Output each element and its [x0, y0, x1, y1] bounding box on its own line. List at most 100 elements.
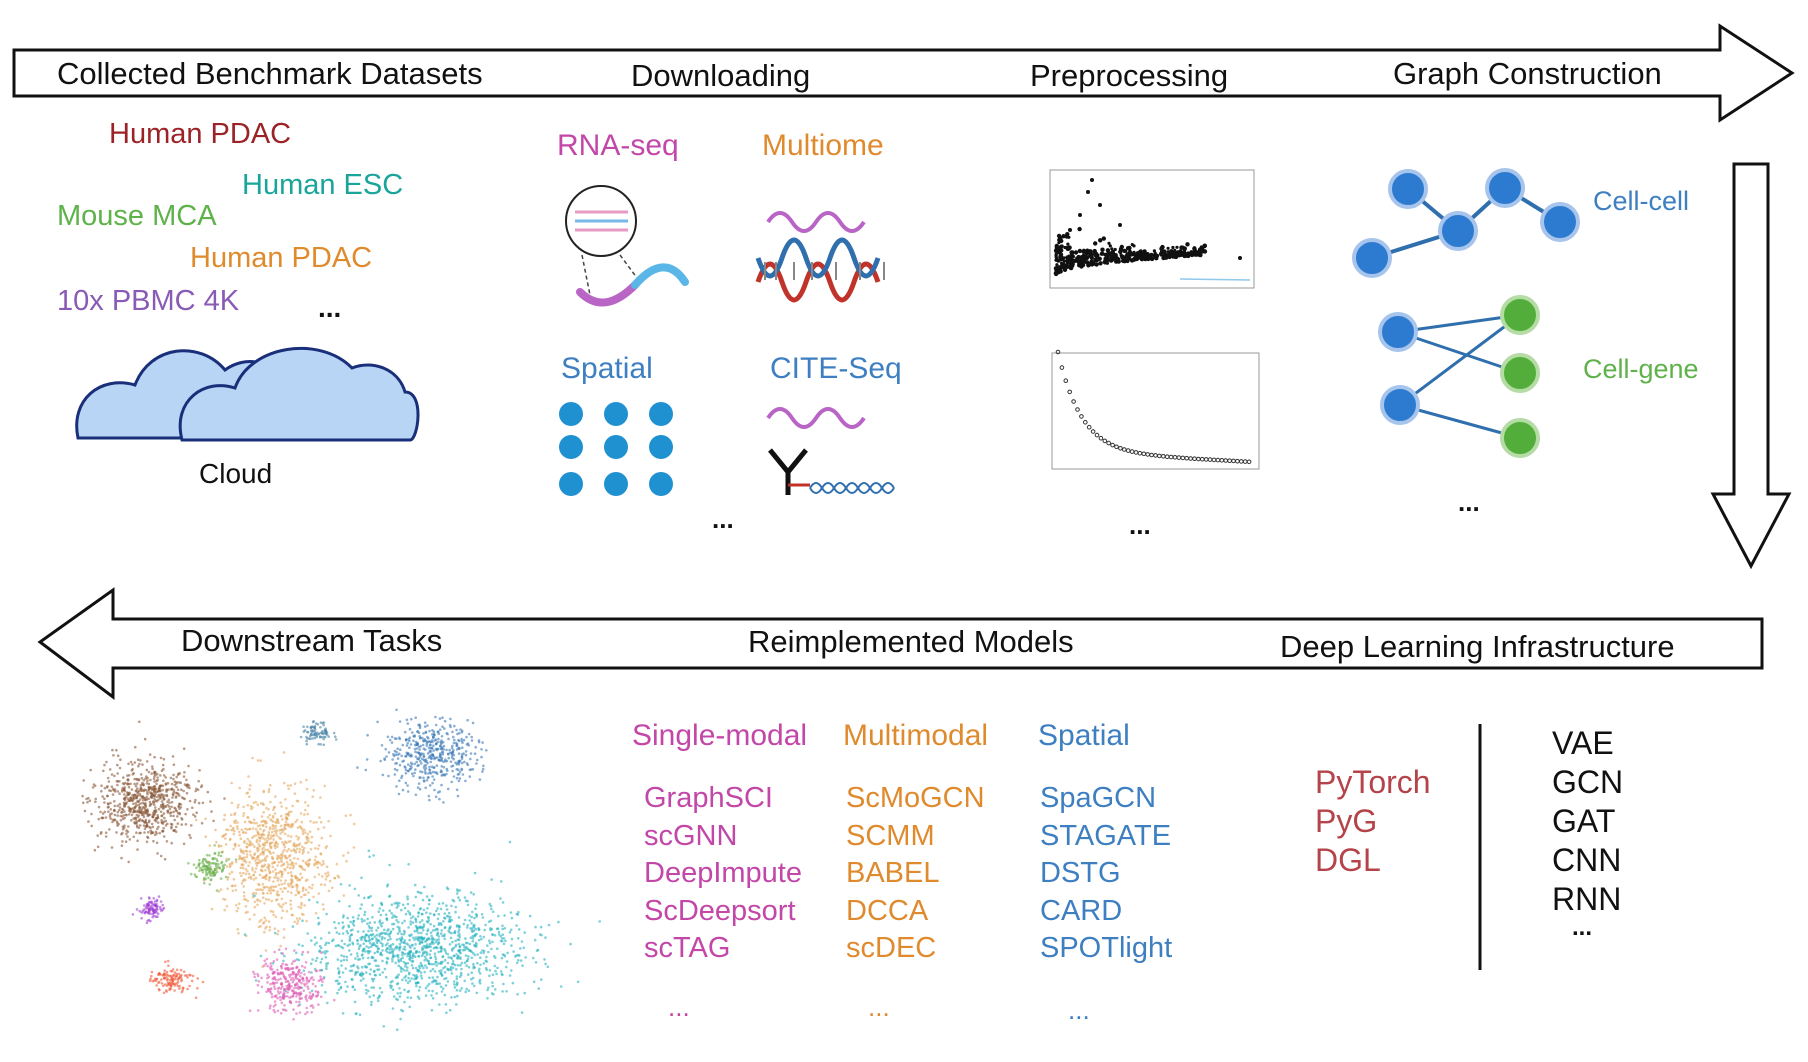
umap-point	[517, 910, 520, 914]
scatter-point	[1071, 259, 1075, 263]
umap-point	[228, 838, 232, 842]
umap-point	[313, 728, 317, 731]
umap-point	[371, 979, 375, 983]
umap-point	[381, 944, 384, 948]
scatter-point	[1063, 245, 1067, 250]
umap-point	[118, 792, 121, 795]
umap-point	[266, 836, 270, 839]
umap-point	[399, 1017, 402, 1021]
umap-point	[439, 744, 442, 748]
umap-point	[406, 790, 410, 793]
umap-point	[322, 977, 326, 980]
umap-point	[401, 788, 405, 792]
umap-point	[441, 746, 444, 749]
umap-point	[310, 939, 313, 942]
umap-point	[213, 852, 216, 855]
umap-point	[375, 937, 378, 941]
umap-point	[243, 898, 246, 901]
umap-point	[99, 810, 102, 814]
umap-point	[263, 902, 266, 905]
umap-point	[116, 754, 120, 757]
umap-point	[501, 933, 505, 936]
umap-point	[267, 833, 271, 836]
umap-point	[491, 981, 494, 984]
scatter-point	[1149, 252, 1154, 258]
cell-gene-graph-icon	[1378, 295, 1540, 458]
umap-point	[219, 888, 223, 891]
stage-collected-datasets: Collected Benchmark Datasets	[57, 56, 483, 91]
umap-point	[437, 935, 441, 938]
umap-point	[260, 918, 263, 922]
umap-point	[432, 732, 436, 736]
umap-point	[477, 938, 481, 942]
umap-point	[305, 979, 309, 982]
umap-point	[368, 962, 372, 966]
umap-point	[138, 810, 141, 814]
umap-point	[487, 950, 490, 954]
umap-point	[247, 795, 251, 799]
umap-point	[107, 810, 110, 813]
umap-point	[315, 956, 319, 960]
umap-point	[308, 991, 312, 994]
umap-point	[423, 721, 427, 724]
umap-point	[438, 754, 442, 758]
umap-point	[298, 1000, 301, 1004]
umap-point	[220, 844, 223, 848]
umap-point	[166, 803, 169, 807]
umap-point	[464, 753, 468, 757]
umap-point	[132, 796, 136, 799]
umap-point	[286, 865, 289, 869]
umap-point	[354, 1012, 358, 1016]
umap-point	[419, 753, 423, 756]
scatter-point	[1077, 260, 1081, 264]
umap-point	[272, 960, 276, 963]
umap-point	[209, 800, 212, 803]
umap-point	[389, 944, 393, 947]
umap-point	[360, 917, 364, 921]
umap-point	[277, 929, 280, 933]
umap-point	[306, 985, 309, 988]
umap-point	[150, 822, 154, 826]
umap-point	[261, 922, 265, 925]
umap-point	[356, 930, 360, 933]
umap-point	[314, 969, 318, 973]
umap-point	[386, 942, 389, 945]
umap-point	[412, 734, 415, 738]
umap-point	[257, 858, 261, 862]
umap-point	[239, 837, 243, 840]
modality-multiome: Multiome	[762, 129, 884, 162]
umap-point	[135, 820, 139, 823]
umap-point	[301, 919, 304, 922]
umap-point	[410, 964, 414, 967]
umap-point	[456, 888, 459, 891]
umap-point	[295, 889, 299, 892]
umap-point	[173, 806, 176, 810]
umap-point	[418, 736, 422, 740]
scatter-point	[1070, 250, 1075, 255]
stage-reimplemented-models: Reimplemented Models	[748, 624, 1074, 659]
umap-point	[163, 972, 166, 975]
umap-point	[406, 996, 410, 999]
umap-point	[118, 806, 122, 809]
umap-point	[159, 774, 162, 777]
umap-point	[264, 838, 267, 841]
umap-point	[376, 996, 380, 1000]
umap-point	[167, 798, 171, 802]
umap-point	[148, 909, 151, 912]
umap-point	[277, 877, 280, 880]
umap-point	[137, 764, 140, 768]
umap-point	[126, 782, 129, 785]
umap-point	[154, 809, 158, 812]
umap-point	[176, 815, 179, 818]
umap-point	[393, 737, 397, 740]
umap-point	[391, 988, 395, 991]
umap-point	[160, 769, 164, 772]
scatter-point	[1166, 246, 1170, 250]
umap-point	[406, 741, 410, 745]
umap-point	[398, 928, 401, 931]
scatter-point	[1124, 249, 1128, 253]
umap-point	[303, 973, 306, 976]
umap-point	[172, 814, 175, 818]
umap-point	[281, 830, 285, 834]
umap-point	[272, 913, 275, 917]
